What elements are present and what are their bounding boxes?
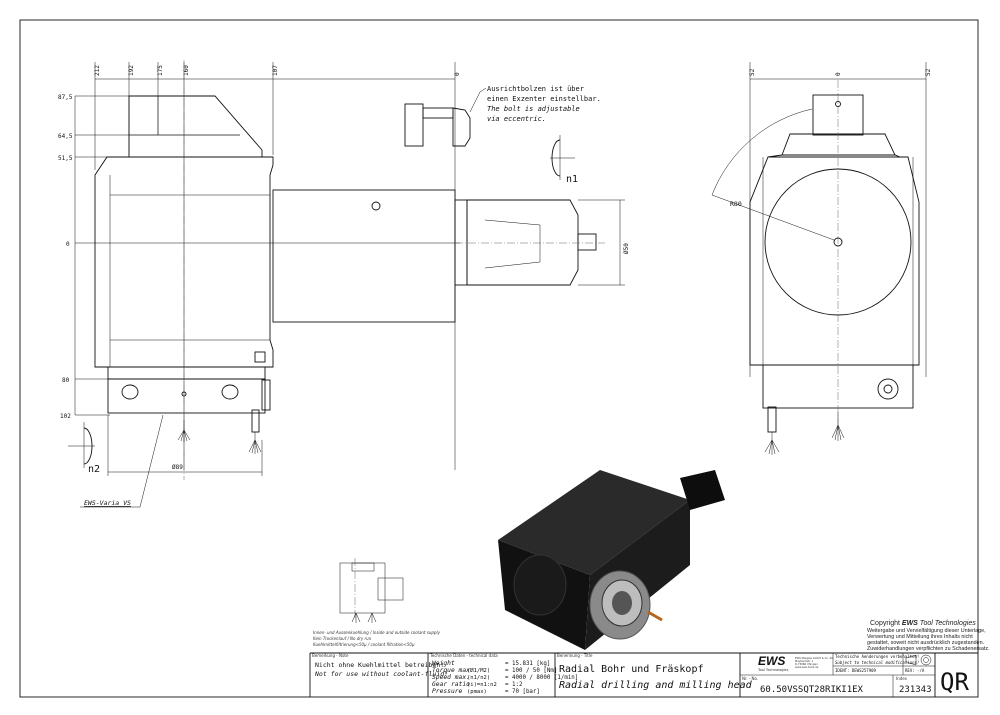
dim-107: 107 [272,65,279,76]
coolant-line-1: Innen- und Aussenkuehlung / Inside and o… [313,630,441,635]
title-header: Benennung - Title [557,653,593,658]
rotation-n1-icon [550,135,575,180]
svg-text:(i)=n1:n2: (i)=n1:n2 [467,682,497,688]
dim-160: 160 [183,65,190,76]
title-block: Bemerkung - Note Nicht ohne Kuehlmittel … [309,652,978,697]
dim-175: 175 [157,65,164,76]
front-view: 52 0 52 R80 [711,62,932,455]
dim-87-5: 87,5 [58,94,73,101]
company-line: EWS Weigele GmbH & Co. KG [795,656,833,660]
svg-text:= 70 [bar]: = 70 [bar] [505,689,540,695]
note-en: Not for use without coolant-fluid! [314,670,448,678]
company-line: Maybachstr. 1 [795,659,814,663]
title-de: Radial Bohr und Fräskopf [559,664,704,675]
svg-text:Weight: Weight [432,659,455,667]
changes-en: Subject to technical modifications! [835,660,919,665]
part-number: 60.50VSSQT28RIKI1EX [760,685,864,695]
dim-52-left: 52 [749,68,756,76]
dim-0-right: 0 [835,72,842,76]
dim-80: 80 [62,377,70,384]
copyright-line-4: Zuwiderhandlungen verpflichten zu Schade… [867,646,990,652]
dim-192: 192 [128,65,135,76]
copyright-line-3: gestattet, soweit nicht ausdrücklich zug… [867,640,984,646]
svg-text:= 15.831 [kg]: = 15.831 [kg] [505,661,550,667]
dim-52-right: 52 [925,68,932,76]
svg-text:= 4000 / 8000 [1/min]: = 4000 / 8000 [1/min] [505,675,578,681]
svg-text:Torque max.: Torque max. [432,667,474,674]
svg-text:(M1/M2): (M1/M2) [467,668,490,674]
copyright-line-2: Verwertung und Mitteilung ihres Inhalts … [867,634,973,640]
company-line: D-73066 Uhingen [795,662,818,666]
title-en: Radial drilling and milling head [559,680,753,691]
tech-data-table: Weight = 15.831 [kg] Torque max. (M1/M2)… [432,659,578,695]
svg-text:(pmax): (pmax) [467,689,487,695]
company-line: www.ews-tools.de [795,665,819,669]
tech-header: Technische Daten - technical data [429,653,498,658]
dim-64-5: 64,5 [58,133,73,140]
dim-0: 0 [454,72,461,76]
bolt-note-de-1: Ausrichtbolzen ist über [487,85,584,93]
index-number: 231343 [899,685,932,695]
rotation-n2-label: n2 [88,464,100,475]
svg-text:Speed max.: Speed max. [432,674,470,681]
coolant-schematic [339,558,404,623]
coolant-line-2: Kein Trockenlauf / No dry run [313,636,372,641]
dim-diameter-50: Ø50 [623,243,630,254]
changes-de: Technische Aenderungen vorbehalten! [835,654,919,659]
interface-label: EWS-Varia VS [84,499,131,507]
copyright-line-1: Weitergabe und Vervielfältigung dieser U… [867,628,986,634]
bolt-note-en-1: The bolt is adjustable [487,105,580,113]
bolt-note-de-2: einen Exzenter einstellbar. [487,95,601,103]
rotation-n2-icon [68,422,95,468]
bolt-note-en-2: via eccentric. [487,115,546,123]
svg-text:= 1:2: = 1:2 [505,682,522,688]
ident: IDENT: DEWS257909 [835,668,877,673]
copyright-title: Copyright EWS Tool Technologies [870,620,976,627]
dim-212: 212 [94,65,101,76]
projection-symbol-icon [905,654,932,666]
ews-logo: EWS [758,654,785,668]
index-header: Index [896,676,908,681]
coolant-line-3: Kuehlmittelfiltrierung<50µ / coolant fil… [313,642,415,647]
svg-text:(n1/n2): (n1/n2) [467,675,490,681]
drawing-frame [19,19,979,698]
note-header: Bemerkung - Note [312,653,349,658]
ews-logo-sub: Tool Technologies [757,668,789,672]
svg-text:Gear ratio: Gear ratio [432,680,470,688]
dim-r80: R80 [730,200,742,208]
3d-render [498,470,725,650]
qr-label: QR [940,668,969,696]
revision: REV: -/A [905,668,925,673]
rotation-n1-label: n1 [566,174,578,185]
side-view: 212 192 175 160 107 0 87,5 64,5 51,5 0 8… [58,60,630,508]
svg-text:= 100 / 50 [Nm]: = 100 / 50 [Nm] [505,668,557,674]
dim-0-left: 0 [66,241,70,248]
dim-102: 102 [60,413,71,420]
dim-diameter-89: Ø89 [172,464,183,471]
svg-text:Pressure: Pressure [432,688,463,695]
no-header: Nr. - No. [742,676,758,681]
dim-51-5: 51,5 [58,155,73,162]
note-de: Nicht ohne Kuehlmittel betreiben! [315,661,444,669]
